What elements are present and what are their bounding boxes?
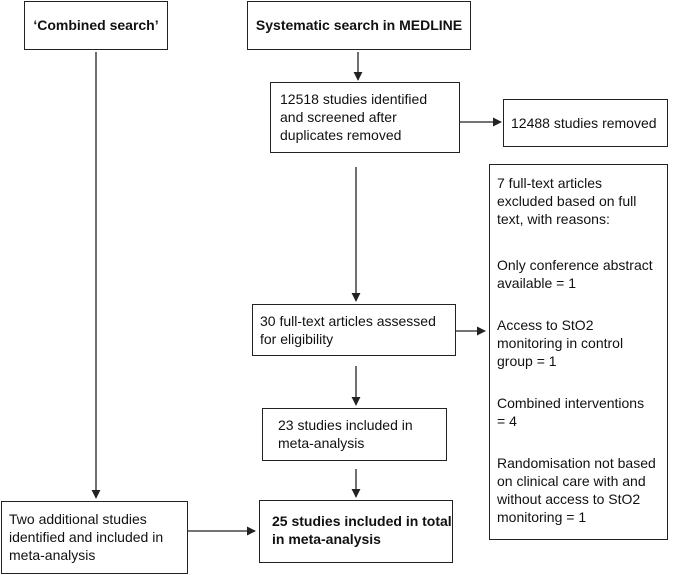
combined-search-box (24, 1, 168, 50)
full-text-label: 30 full-text articles assessed for eligi… (260, 313, 436, 347)
removed-label: 12488 studies removed (511, 115, 657, 131)
removed-box (503, 99, 668, 147)
additional-studies-label: Two additional studies identified and in… (9, 511, 164, 563)
exclusion-reason-access: Access to StO2 monitoring in control gro… (497, 317, 624, 369)
exclusion-reason-combined: Combined interventions = 4 (497, 395, 645, 429)
exclusions-box (489, 164, 668, 540)
total-included-label: 25 studies included in total in meta-ana… (272, 513, 452, 547)
exclusion-reason-randomisation: Randomisation not based on clinical care… (497, 455, 656, 525)
full-text-box (252, 304, 456, 356)
systematic-search-label: Systematic search in MEDLINE (255, 17, 463, 33)
identified-box (270, 82, 460, 153)
additional-studies-box (1, 501, 188, 574)
included-meta-box (262, 408, 447, 461)
combined-search-label: ‘Combined search’ (33, 17, 159, 33)
exclusion-reason-abstract: Only conference abstract available = 1 (497, 257, 653, 291)
total-included-box (259, 500, 453, 563)
exclusions-heading: 7 full-text articles excluded based on f… (497, 175, 637, 227)
identified-label: 12518 studies identified and screened af… (280, 91, 428, 143)
included-meta-label: 23 studies included in meta-analysis (278, 417, 413, 451)
systematic-search-box (247, 1, 471, 50)
